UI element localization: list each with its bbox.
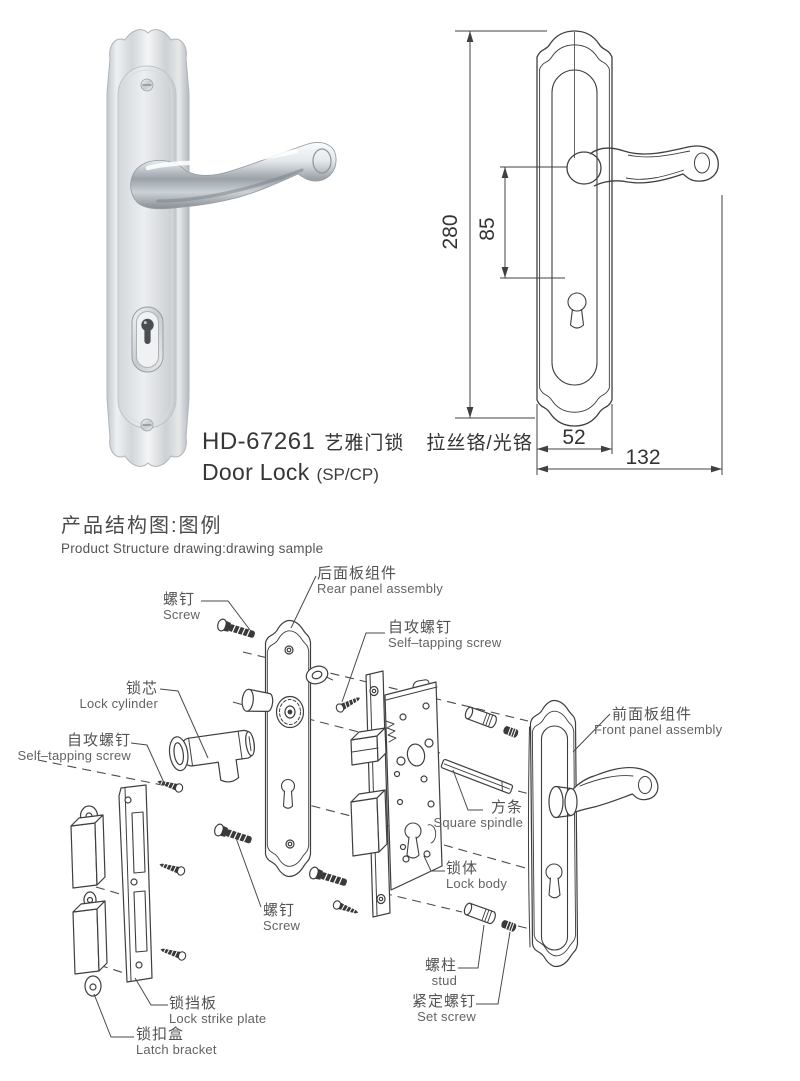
part-label-lock-cylinder: 锁芯 Lock cylinder xyxy=(80,680,158,711)
part-label-en: Set screw xyxy=(417,1009,476,1024)
latch-bracket-drawing xyxy=(70,805,108,997)
part-label-en: Square spindle xyxy=(433,815,523,830)
part-label-rear-panel: 后面板组件 Rear panel assembly xyxy=(317,565,443,596)
screw-top-drawing xyxy=(215,617,257,642)
rear-panel-drawing xyxy=(241,619,334,878)
product-spec: (SP/CP) xyxy=(316,465,379,484)
section-heading: 产品结构图:图例 Product Structure drawing:drawi… xyxy=(61,509,323,556)
part-label-self-tapping-screw-right: 自攻螺钉 Self–tapping screw xyxy=(388,619,501,650)
set-screw-drawing xyxy=(501,724,520,739)
set-screw-drawing xyxy=(499,918,518,933)
part-label-self-tapping-screw-left: 自攻螺钉 Self–tapping screw xyxy=(18,732,131,763)
part-label-en: Self–tapping screw xyxy=(388,635,502,650)
part-label-lock-body: 锁体 Lock body xyxy=(446,860,507,891)
part-label-en: Screw xyxy=(163,607,201,622)
self-tapping-screw-drawing xyxy=(331,899,361,918)
thumbturn-drawing xyxy=(305,665,334,685)
part-label-cn: 后面板组件 xyxy=(317,565,398,582)
photo-screw-top xyxy=(140,78,154,92)
front-handle-drawing xyxy=(548,766,659,819)
dim-overall-width: 132 xyxy=(625,446,660,469)
dimension-arrows xyxy=(466,31,722,473)
screw-drawing xyxy=(307,865,349,890)
part-label-cn: 自攻螺钉 xyxy=(66,732,131,749)
rosette-drawing xyxy=(275,695,305,729)
part-label-en: Self–tapping screw xyxy=(17,748,131,763)
stud-drawing xyxy=(462,901,498,926)
part-label-square-spindle: 方条 Square spindle xyxy=(433,799,523,830)
product-title-block: HD-67261 艺雅门锁 拉丝铬/光铬 Door Lock (SP/CP) xyxy=(202,428,533,486)
part-label-en: Lock body xyxy=(446,876,508,891)
dim-keyhole xyxy=(567,292,587,329)
self-tapping-screw-drawing xyxy=(157,859,187,877)
part-label-en: Lock strike plate xyxy=(169,1011,267,1026)
part-label-cn: 螺柱 xyxy=(424,957,457,974)
part-label-set-screw: 紧定螺钉 Set screw xyxy=(412,993,476,1024)
lock-cylinder-drawing xyxy=(168,729,255,783)
self-tapping-screw-drawing xyxy=(334,693,363,714)
exploded-diagram xyxy=(37,575,659,1038)
dim-plate-height: 280 xyxy=(440,214,462,249)
photo-screw-bottom xyxy=(140,418,154,432)
part-label-en: Lock cylinder xyxy=(79,696,158,711)
section-heading-en: Product Structure drawing:drawing sample xyxy=(61,541,324,556)
part-label-cn: 锁挡板 xyxy=(169,995,218,1012)
rear-plate-keyhole xyxy=(280,778,296,809)
part-label-cn: 锁扣盒 xyxy=(136,1026,185,1043)
fasteners xyxy=(155,617,520,962)
photo-handle xyxy=(130,142,337,210)
part-label-latch-bracket: 锁扣盒 Latch bracket xyxy=(136,1026,217,1057)
dim-handle xyxy=(566,145,719,187)
part-label-front-panel: 前面板组件 Front panel assembly xyxy=(594,706,722,737)
product-name-en: Door Lock xyxy=(202,459,310,485)
front-plate-keyhole xyxy=(545,863,563,899)
square-spindle-drawing xyxy=(440,758,514,794)
part-label-cn: 自攻螺钉 xyxy=(388,619,453,636)
part-label-cn: 方条 xyxy=(490,799,523,816)
part-label-screw-bottom: 螺钉 Screw xyxy=(263,902,300,933)
part-label-en: Screw xyxy=(263,918,301,933)
part-label-cn: 前面板组件 xyxy=(612,706,693,723)
product-finish: 拉丝铬/光铬 xyxy=(426,433,533,454)
product-photo xyxy=(106,29,337,467)
part-label-cn: 锁芯 xyxy=(125,680,158,697)
part-label-en: Front panel assembly xyxy=(594,722,723,737)
dimension-lines xyxy=(455,30,723,475)
self-tapping-screw-drawing xyxy=(155,776,185,794)
screw-bottom-drawing xyxy=(212,822,254,847)
part-label-screw-top: 螺钉 Screw xyxy=(163,591,200,622)
dimension-drawing: 280 85 52 132 xyxy=(440,30,723,475)
part-label-cn: 螺钉 xyxy=(263,902,296,919)
photo-plate xyxy=(106,29,190,467)
part-label-stud: 螺柱 stud xyxy=(425,957,457,988)
product-model: HD-67261 xyxy=(202,428,316,455)
part-label-cn: 螺钉 xyxy=(163,591,196,608)
strike-plate-drawing xyxy=(118,784,153,983)
part-label-en: Rear panel assembly xyxy=(317,581,443,596)
part-label-cn: 锁体 xyxy=(446,860,479,877)
lock-body-drawing xyxy=(350,670,443,918)
dim-plate-width: 52 xyxy=(562,426,585,449)
leader-lines xyxy=(93,575,611,1038)
dim-handle-to-cylinder: 85 xyxy=(476,217,499,240)
photo-key-cylinder xyxy=(131,306,164,373)
part-label-en: Latch bracket xyxy=(136,1042,217,1057)
knob-drawing xyxy=(241,688,274,712)
section-heading-cn: 产品结构图:图例 xyxy=(61,515,223,537)
part-label-strike-plate: 锁挡板 Lock strike plate xyxy=(169,995,266,1026)
front-panel-drawing xyxy=(527,699,659,968)
part-label-cn: 紧定螺钉 xyxy=(411,993,476,1010)
part-label-en: stud xyxy=(431,973,457,988)
self-tapping-screw-drawing xyxy=(158,944,188,962)
dim-plate-outline xyxy=(536,30,613,427)
product-name-cn: 艺雅门锁 xyxy=(324,433,405,454)
